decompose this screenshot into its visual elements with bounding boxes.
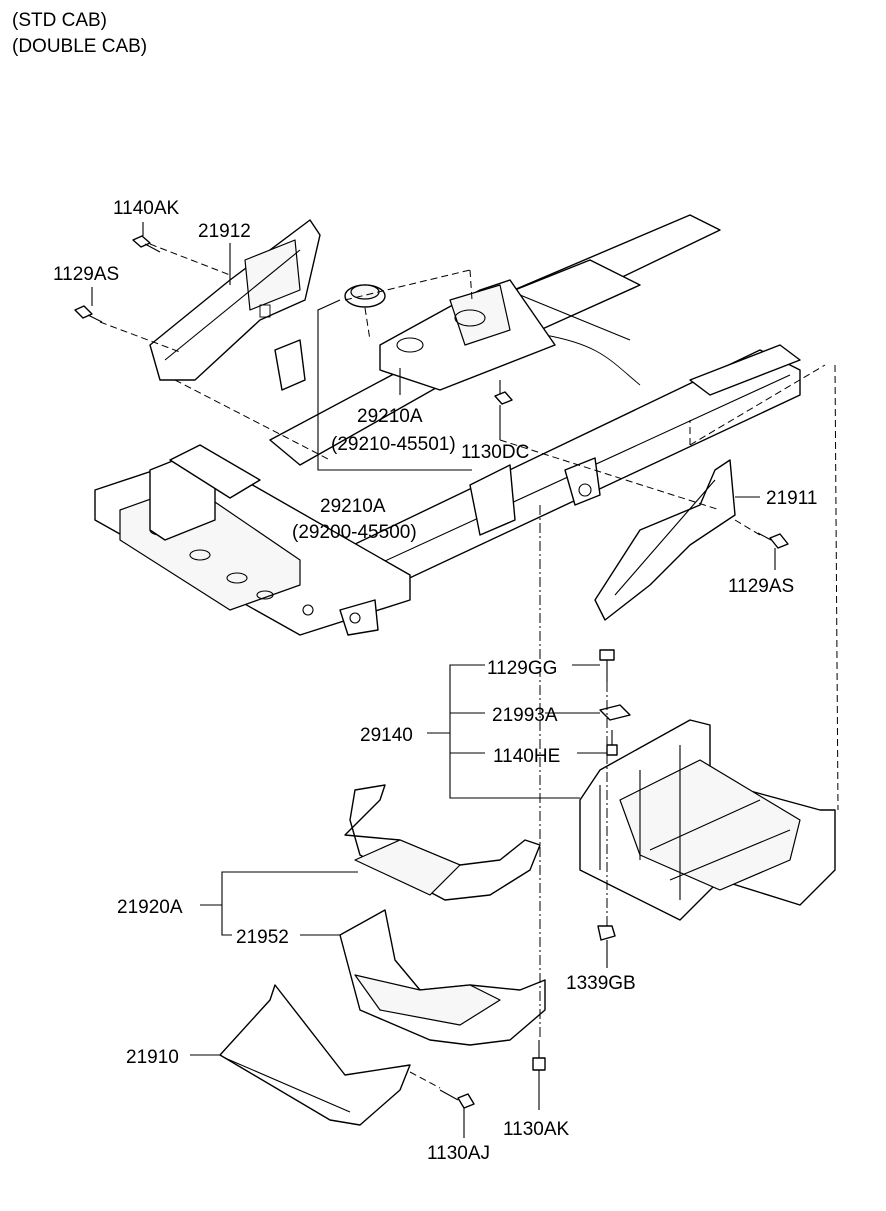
label-21912: 21912 [198,221,251,242]
part-29140-skid-plate [579,719,836,921]
part-21920A [344,784,541,901]
label-1339GB: 1339GB [566,973,636,994]
header-double-cab: (DOUBLE CAB) [12,36,148,57]
label-29200-45500: (29200-45500) [292,522,417,543]
clip-21993A [599,704,631,721]
bolt-1129GG [599,649,615,682]
label-21920A: 21920A [117,897,183,918]
label-29210A-lower: 29210A [320,496,386,517]
leader-lines [91,222,776,1138]
part-29210A-cap [344,284,386,308]
part-21911-panel [594,459,736,621]
nut-1339GB [597,925,616,941]
label-29210-45501: (29210-45501) [331,434,456,455]
label-21910: 21910 [126,1047,179,1068]
guide-lines [99,243,839,1089]
header-std-cab: (STD CAB) [12,10,107,31]
bolt-1140AK [132,235,161,253]
bolt-1129AS-top [74,305,103,323]
callout-labels: 1140AK 21912 1129AS 29210A (29210-45501)… [53,198,817,1164]
vehicle-frame [94,214,801,636]
label-21952: 21952 [236,927,289,948]
part-21912-bracket [149,219,321,381]
label-1130AJ: 1130AJ [427,1143,490,1164]
label-1140AK: 1140AK [113,198,180,219]
bolt-1130AK [532,1040,546,1071]
label-1130AK: 1130AK [503,1119,570,1140]
label-1129AS-right: 1129AS [728,576,794,597]
part-21952 [339,909,546,1046]
label-29210A-upper: 29210A [357,406,423,427]
label-21993A: 21993A [492,705,558,726]
bolt-1140HE [606,730,618,756]
part-21910 [219,984,411,1126]
part-29210A-guard [379,279,556,391]
bolt-1130DC [494,380,513,405]
label-1130DC: 1130DC [461,442,529,463]
label-21911: 21911 [766,488,817,509]
label-29140: 29140 [360,725,413,746]
label-1140HE: 1140HE [493,746,560,767]
label-1129AS-top: 1129AS [53,264,119,285]
label-1129GG: 1129GG [487,658,557,679]
bolt-1129AS-right [757,532,789,549]
bolt-1130AJ [439,1089,475,1109]
